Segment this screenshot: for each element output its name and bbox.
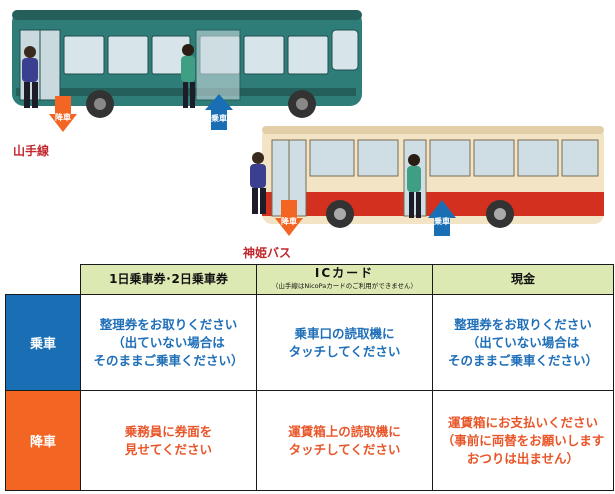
alight-arrow-icon	[49, 96, 77, 132]
table-header-row: 1日乗車券･2日乗車券 ICカード （山手線はNicoPaカードのご利用ができま…	[5, 264, 614, 295]
alighting-passenger-icon	[250, 152, 266, 214]
yamanote-bus-icon	[12, 10, 362, 118]
fare-instructions-table: 1日乗車券･2日乗車券 ICカード （山手線はNicoPaカードのご利用ができま…	[5, 264, 614, 491]
cell-line: 乗務員に券面を	[124, 423, 213, 439]
boarding-day-pass-cell: 整理券をお取りください （出ていない場合は そのままご乗車ください）	[80, 294, 257, 391]
cell-line: 乗車口の読取機に	[294, 325, 395, 341]
cell-line: そのままご乗車ください）	[93, 352, 244, 368]
cell-line: 見せてください	[124, 441, 213, 457]
cell-line: 整理券をお取りください	[99, 316, 238, 332]
boarding-passenger-icon	[181, 44, 195, 108]
yamanote-line-label: 山手線	[13, 144, 50, 158]
row-label-alighting: 降車	[5, 390, 81, 491]
cell-line: 運賃箱上の読取機に	[288, 423, 401, 439]
board-tag: 乗車	[211, 114, 227, 123]
cell-line: 運賃箱にお支払いください	[447, 414, 598, 430]
alight-arrow-icon	[275, 200, 303, 236]
cell-line: おつりは出ません）	[466, 450, 580, 466]
table-row-boarding: 乗車 整理券をお取りください （出ていない場合は そのままご乗車ください） 乗車…	[5, 294, 614, 391]
alight-tag: 降車	[55, 113, 71, 122]
shinki-bus-label: 神姫バス	[243, 246, 292, 260]
boarding-passenger-icon	[407, 154, 421, 218]
column-header-day-pass: 1日乗車券･2日乗車券	[80, 264, 257, 295]
ic-card-title: ICカード	[314, 265, 375, 280]
cell-line: （事前に両替をお願いします	[441, 432, 605, 448]
ic-card-note: （山手線はNicoPaカードのご利用ができません）	[271, 281, 418, 290]
alighting-ic-card-cell: 運賃箱上の読取機に タッチしてください	[256, 390, 433, 491]
alight-tag: 降車	[281, 217, 297, 226]
boarding-cash-cell: 整理券をお取りください （出ていない場合は そのままご乗車ください）	[432, 294, 614, 391]
corner-cell	[5, 264, 81, 295]
cell-line: （出ていない場合は	[466, 334, 580, 350]
cell-line: 整理券をお取りください	[454, 316, 592, 332]
shinki-bus-icon	[262, 126, 604, 228]
boarding-ic-card-cell: 乗車口の読取機に タッチしてください	[256, 294, 433, 391]
column-header-cash: 現金	[432, 264, 614, 295]
alighting-day-pass-cell: 乗務員に券面を 見せてください	[80, 390, 257, 491]
table-row-alighting: 降車 乗務員に券面を 見せてください 運賃箱上の読取機に タッチしてください 運…	[5, 390, 614, 491]
column-header-ic-card: ICカード （山手線はNicoPaカードのご利用ができません）	[256, 264, 433, 295]
alighting-passenger-icon	[22, 46, 38, 108]
bus-illustration: 山手線 神姫バス 降車 乗車 降車 乗車	[12, 10, 604, 260]
cell-line: タッチしてください	[288, 441, 401, 457]
row-label-boarding: 乗車	[5, 294, 81, 391]
cell-line: そのままご乗車ください）	[447, 352, 598, 368]
alighting-cash-cell: 運賃箱にお支払いください （事前に両替をお願いします おつりは出ません）	[432, 390, 614, 491]
cell-line: （出ていない場合は	[112, 334, 225, 350]
bus-scene-graphic	[12, 10, 604, 236]
board-arrow-icon	[205, 94, 233, 130]
board-tag: 乗車	[434, 217, 450, 226]
cell-line: タッチしてください	[288, 343, 401, 359]
board-arrow-icon	[428, 200, 456, 236]
